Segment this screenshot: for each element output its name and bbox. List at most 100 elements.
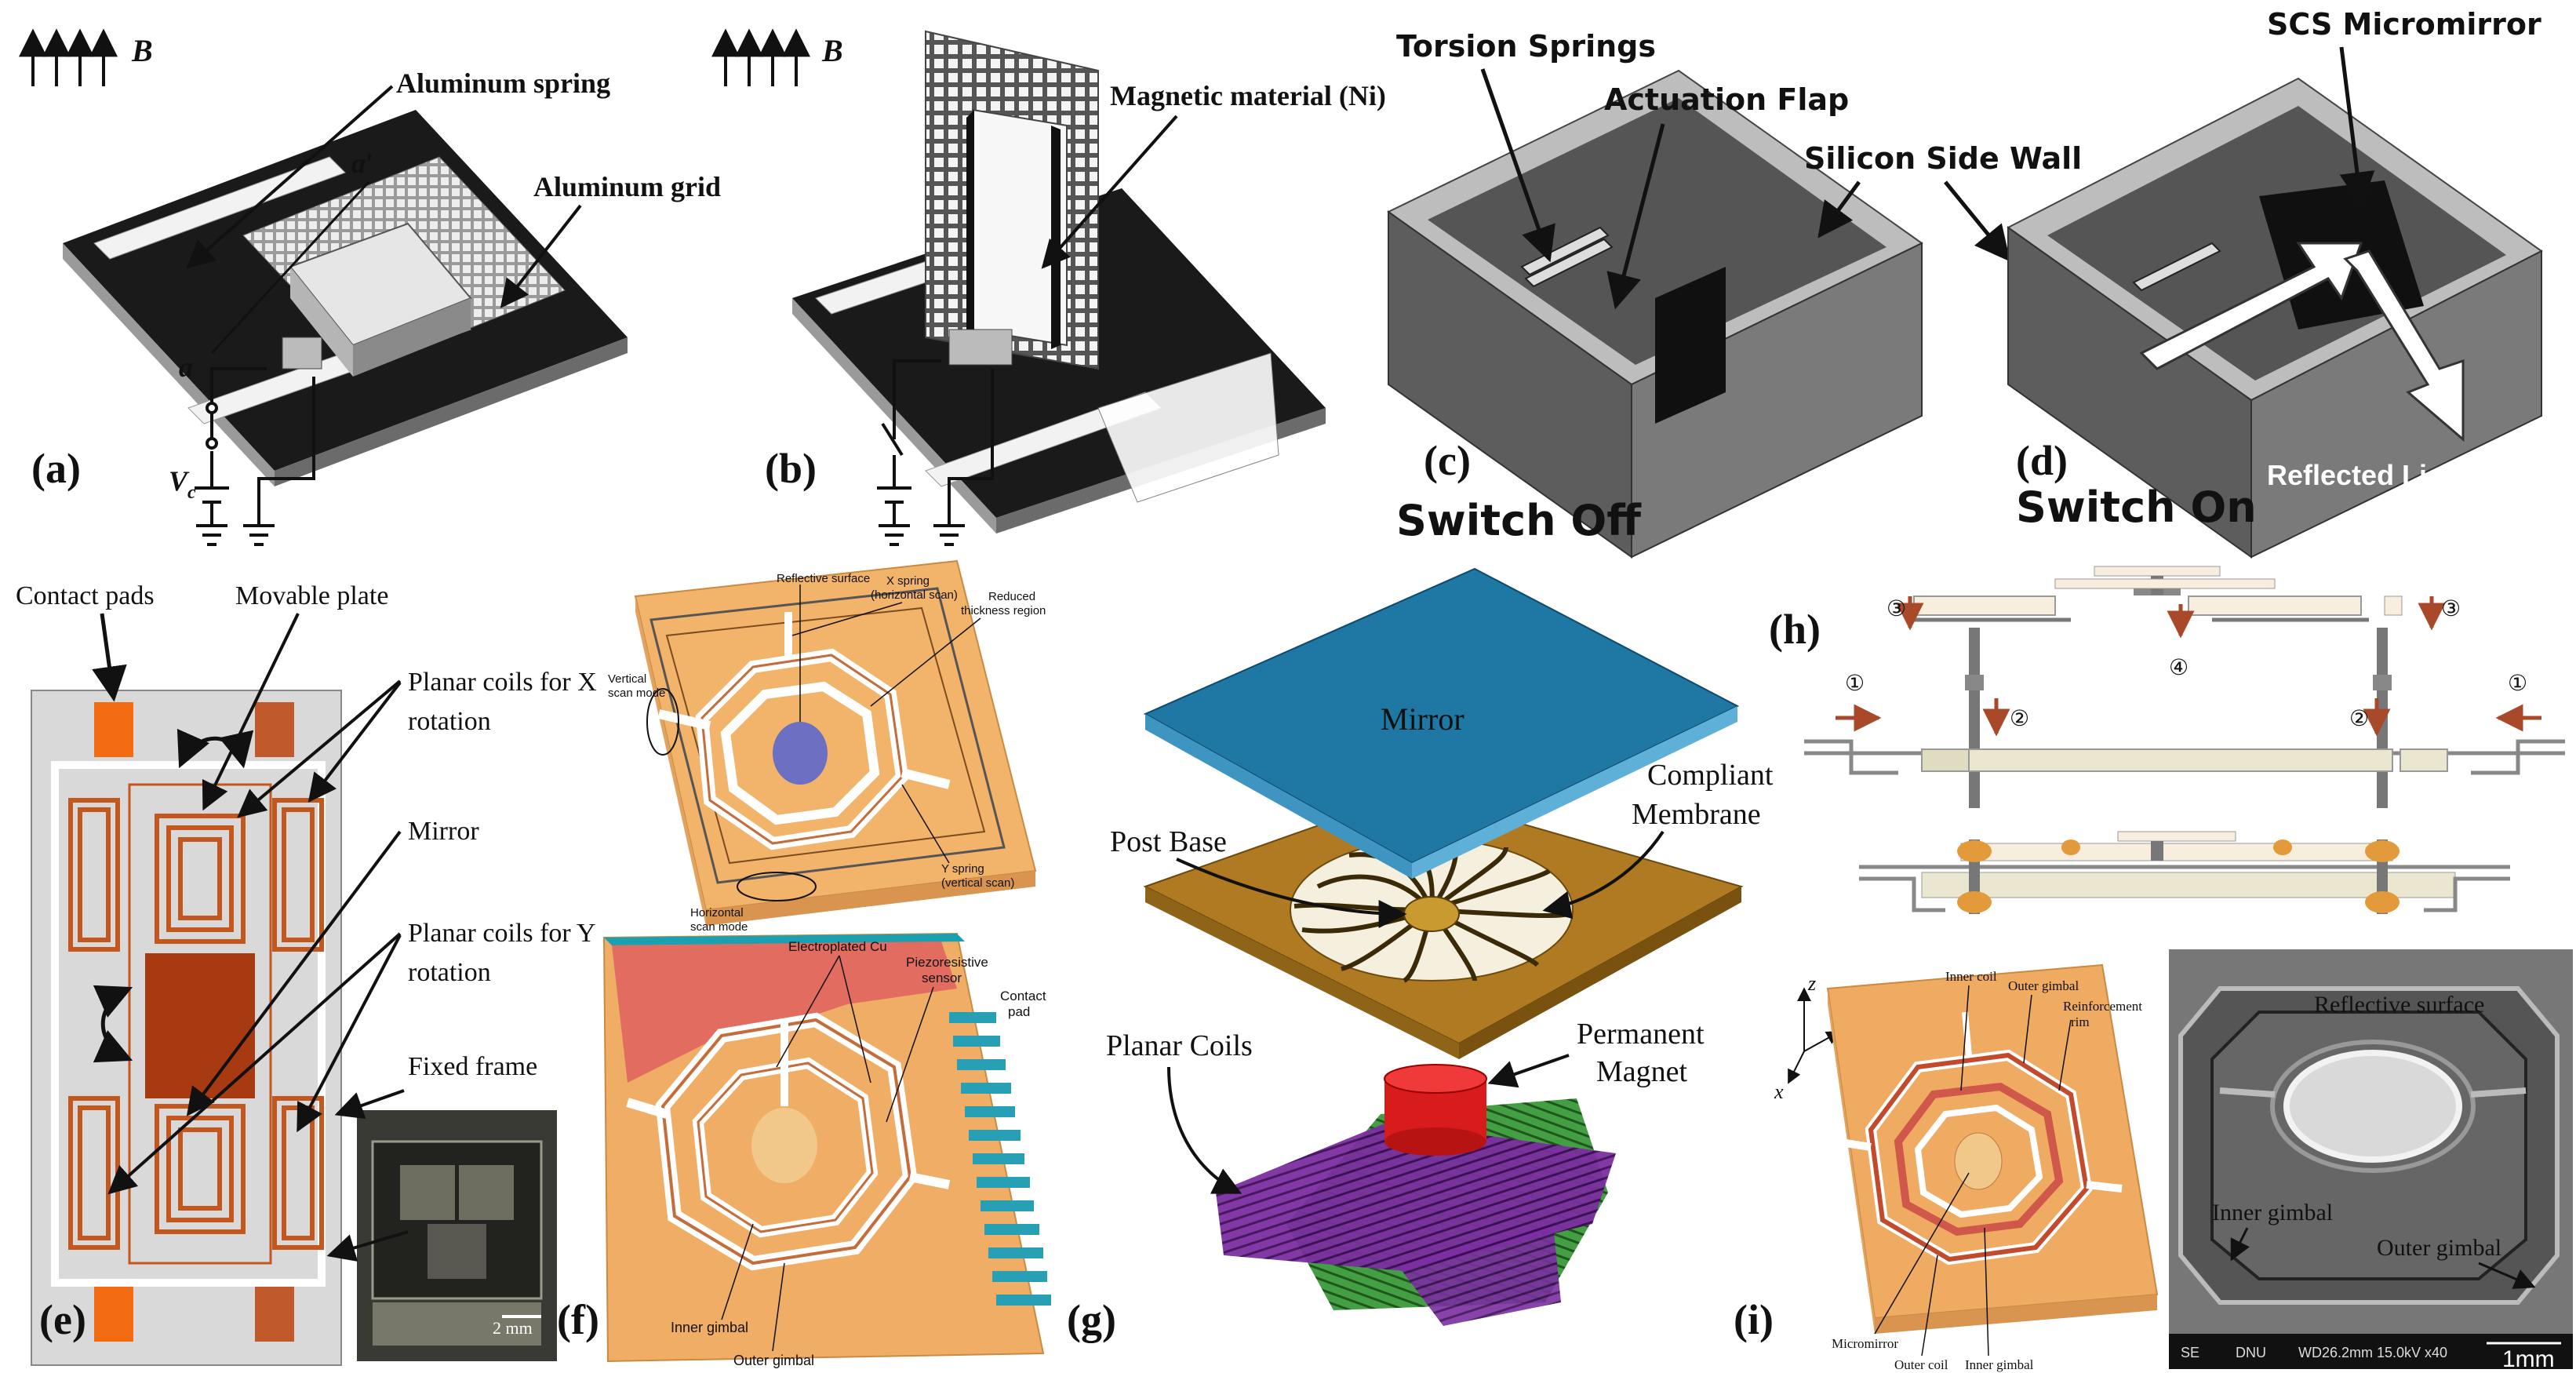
label-vertical-scan: Vertical — [608, 672, 646, 686]
label-horizontal-scan-2: scan mode — [690, 920, 748, 934]
panel-tag-c: (c) — [1424, 437, 1471, 484]
panel-tag-d: (d) — [2016, 437, 2068, 484]
step-1-right: ① — [2508, 672, 2527, 696]
label-reduced: Reduced — [988, 590, 1035, 603]
label-x-spring-2: (horizontal scan) — [871, 588, 958, 602]
label-magnet: Magnet — [1596, 1055, 1688, 1088]
label-a-prime: a′ — [351, 147, 373, 179]
panel-tag-f: (f) — [557, 1296, 599, 1343]
torsion-springs-c — [1520, 226, 1610, 276]
sem-footer-se: SE — [2181, 1345, 2199, 1360]
label-y-spring: Y spring — [941, 862, 984, 876]
panel-h: ③ ③ ④ ① ① ② ② (h) — [1769, 566, 2565, 914]
permanent-magnet — [1384, 1064, 1487, 1156]
label-silicon-side-wall: Silicon Side Wall — [1804, 141, 2082, 176]
label-piezoresistive-2: sensor — [922, 971, 962, 985]
panel-d: SCS Micromirror Reflected Light (d) Swit… — [2007, 7, 2543, 559]
label-actuation-flap: Actuation Flap — [1604, 82, 1849, 117]
step-3-left: ③ — [1887, 597, 1906, 621]
label-outer-gimbal-f: Outer gimbal — [733, 1353, 814, 1368]
mirror-f — [751, 1108, 817, 1183]
contact-pad-bottom-left — [94, 1287, 133, 1342]
label-electroplated-cu: Electroplated Cu — [788, 939, 887, 954]
panel-b: B Magnetic material (Ni) ( — [711, 28, 1386, 546]
electroplated-cu-f — [612, 941, 957, 1083]
field-label-b: B — [821, 33, 843, 68]
incident-light-arrow — [2139, 242, 2363, 370]
label-vertical-scan-2: scan mode — [608, 686, 665, 700]
reflected-light-arrow — [2343, 249, 2465, 442]
sem-scale-bar: 1mm — [2502, 1346, 2555, 1372]
label-inner-gimbal-i: Inner gimbal — [1965, 1357, 2034, 1372]
panel-a: B — [18, 28, 721, 546]
sem-label-outer-gimbal: Outer gimbal — [2377, 1235, 2501, 1261]
step-3-right: ③ — [2441, 597, 2461, 621]
label-reinforcement: Reinforcement — [2063, 999, 2142, 1014]
contact-pad-bottom-right — [255, 1287, 294, 1342]
contact-pad-top-left — [94, 702, 133, 757]
label-planar-coils-x: Planar coils for X — [408, 668, 597, 697]
circuit-b — [877, 359, 994, 546]
label-x-spring: X spring — [886, 574, 930, 588]
label-reduced-2: thickness region — [961, 604, 1046, 617]
actuation-flap-c — [1655, 267, 1726, 424]
contact-pads-f — [949, 1012, 1051, 1306]
step-1-left: ① — [1845, 672, 1865, 696]
label-post-base: Post Base — [1110, 825, 1227, 858]
label-aluminum-grid: Aluminum grid — [533, 171, 721, 202]
label-movable-plate: Movable plate — [235, 581, 388, 610]
field-arrows-a — [18, 28, 118, 86]
inner-coil-i — [1894, 1082, 2064, 1236]
panel-f: Electroplated Cu Piezoresistive sensor C… — [557, 932, 1051, 1368]
sem-label-inner-gimbal: Inner gimbal — [2212, 1200, 2333, 1226]
field-label-a: B — [131, 33, 153, 68]
label-micromirror-i: Micromirror — [1832, 1336, 1898, 1351]
label-reinforcement-2: rim — [2071, 1014, 2090, 1029]
label-horizontal-scan: Horizontal — [690, 906, 744, 920]
label-permanent: Permanent — [1577, 1018, 1705, 1051]
field-arrows-b — [711, 28, 810, 86]
label-planar-coils-g: Planar Coils — [1106, 1029, 1253, 1062]
panel-f-top: Reflective surface X spring (horizontal … — [608, 559, 1046, 934]
micromirror-i — [1954, 1132, 2003, 1190]
scale-bar-e: 2 mm — [493, 1318, 533, 1338]
label-scs-micromirror: SCS Micromirror — [2267, 7, 2541, 42]
panel-tag-e: (e) — [39, 1296, 86, 1343]
label-outer-coil: Outer coil — [1894, 1357, 1948, 1372]
circuit-a — [195, 367, 315, 546]
label-aluminum-spring: Aluminum spring — [396, 67, 610, 99]
label-planar-coils-x-2: rotation — [408, 707, 491, 736]
panel-i: z y x Inner coil Outer gimbal Reinforcem… — [1734, 963, 2159, 1372]
label-compliant: Compliant — [1647, 759, 1774, 792]
label-planar-coils-y-2: rotation — [408, 958, 491, 987]
axis-z: z — [1807, 972, 1816, 995]
panel-tag-h: (h) — [1769, 606, 1821, 653]
step-2-right: ② — [2349, 707, 2369, 731]
axis-x: x — [1774, 1080, 1784, 1103]
panel-tag-g: (g) — [1067, 1296, 1116, 1343]
label-piezoresistive: Piezoresistive — [906, 955, 988, 970]
label-contact-pad-f-2: pad — [1008, 1004, 1030, 1019]
label-inner-gimbal-f: Inner gimbal — [671, 1320, 748, 1335]
mirror-e — [145, 953, 255, 1098]
label-contact-pads: Contact pads — [16, 581, 155, 610]
label-contact-pad-f: Contact — [1000, 989, 1046, 1003]
panel-c: Torsion Springs Actuation Flap Silicon S… — [1387, 29, 2082, 559]
step-4: ④ — [2169, 656, 2189, 680]
panel-tag-i: (i) — [1734, 1296, 1774, 1343]
contact-pad-top-right — [255, 702, 294, 757]
panel-tag-a: (a) — [31, 445, 81, 492]
reflective-surface-f-top — [773, 722, 828, 785]
sem-reflective-surface — [2283, 1050, 2462, 1163]
label-fixed-frame: Fixed frame — [408, 1052, 537, 1081]
label-reflective-surface-f: Reflective surface — [777, 572, 870, 585]
label-inner-coil: Inner coil — [1945, 969, 1997, 984]
label-vc: Vc — [169, 465, 196, 503]
label-membrane: Membrane — [1632, 798, 1761, 831]
step-2-left: ② — [2010, 707, 2029, 731]
label-a: a — [179, 351, 193, 383]
panel-tag-b: (b) — [765, 445, 817, 492]
caption-switch-on: Switch On — [2016, 483, 2257, 532]
panel-g: Mirror Compliant Membrane Post Base Perm… — [1067, 567, 1774, 1343]
